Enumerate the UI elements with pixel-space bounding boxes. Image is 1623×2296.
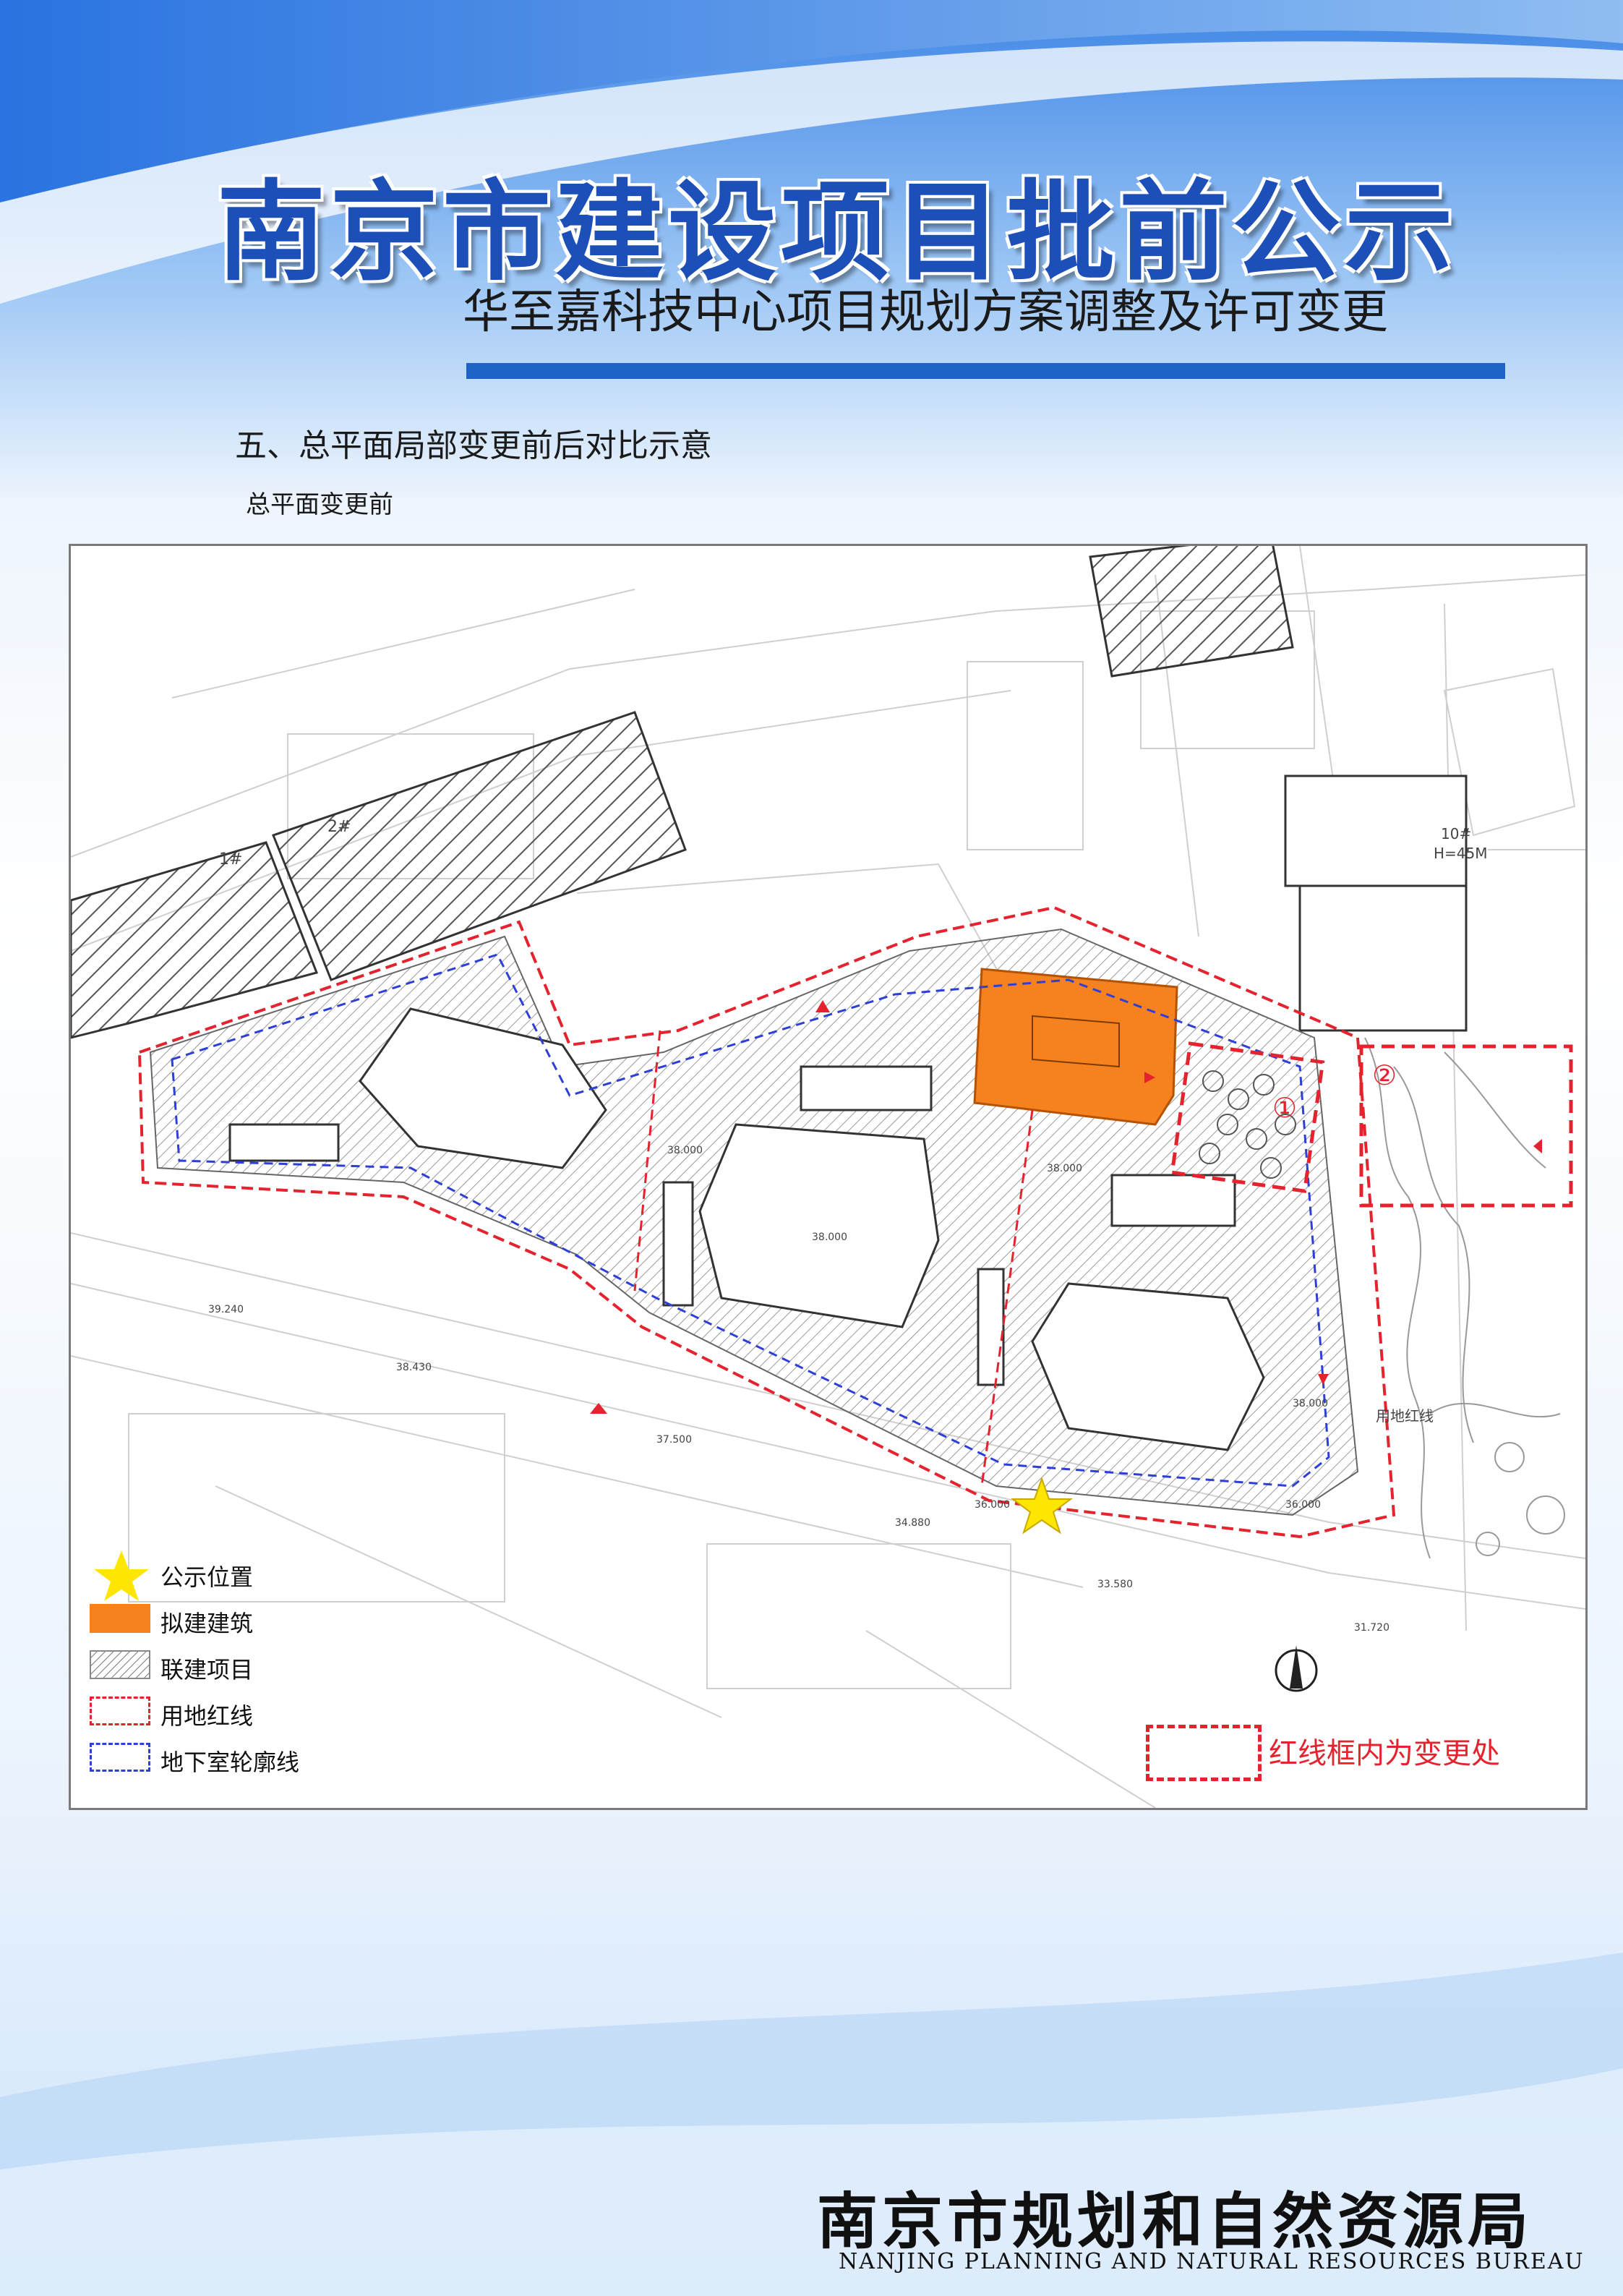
- change-zone-1-trees: [1199, 1070, 1296, 1179]
- building-south-east: [1031, 1282, 1265, 1451]
- annex-4: [662, 1181, 694, 1307]
- entrance-marker: [815, 1000, 830, 1012]
- building-2: [272, 711, 687, 981]
- change-marker-2: ②: [1372, 1059, 1397, 1091]
- elevation-label: 33.580: [1097, 1579, 1133, 1590]
- change-note-label: 红线框内为变更处: [1269, 1737, 1500, 1770]
- hatch-swatch: [90, 1650, 150, 1679]
- elevation-label: 34.880: [895, 1517, 930, 1529]
- building-10-podium: [1298, 884, 1468, 1032]
- change-zone-1: [1170, 1041, 1325, 1193]
- bureau-name-en: NANJING PLANNING AND NATURAL RESOURCES B…: [839, 2249, 1585, 2274]
- page-title: 南京市建设项目批前公示: [217, 168, 1458, 296]
- change-zone-2: [1359, 1044, 1573, 1208]
- elevation-label: 38.000: [812, 1232, 847, 1243]
- east-landscape: [1364, 1037, 1565, 1559]
- redline-divider-1: [633, 1030, 661, 1292]
- site-buildings: [228, 1007, 1265, 1451]
- elevation-label: 38.000: [1047, 1163, 1082, 1174]
- elevation-label: 38.000: [1293, 1398, 1328, 1409]
- legend-label: 公示位置: [160, 1563, 254, 1591]
- project-subtitle: 华至嘉科技中心项目规划方案调整及许可变更: [463, 286, 1388, 339]
- building-1: [71, 841, 319, 1039]
- elevation-label: 36.000: [1285, 1499, 1321, 1511]
- north-arrow-icon: [1275, 1645, 1318, 1692]
- notice-location-star-icon: [1011, 1477, 1073, 1535]
- annex-2: [1110, 1174, 1236, 1227]
- change-marker-1: ①: [1272, 1092, 1297, 1124]
- annex-5: [977, 1268, 1005, 1386]
- entrance-marker: [1144, 1072, 1155, 1083]
- proposed-building-core: [1032, 1015, 1120, 1068]
- site-plan-map: 1# 2# 10# H=45M: [69, 544, 1588, 1810]
- title-divider: [466, 363, 1505, 379]
- proposed-building: [973, 968, 1178, 1126]
- building-1-label: 1#: [219, 850, 242, 869]
- context-buildings: 1# 2# 10# H=45M: [71, 546, 1488, 1039]
- entrance-marker: [1533, 1139, 1542, 1153]
- elevation-label: 38.430: [396, 1362, 432, 1373]
- elevation-label: 37.500: [656, 1434, 692, 1446]
- section-heading: 五、总平面局部变更前后对比示意: [235, 427, 712, 464]
- elevation-labels: 38.000 38.000 38.000 38.000 36.000 36.00…: [208, 1145, 1389, 1634]
- orange-fill-swatch: [90, 1604, 150, 1633]
- section-subheading: 总平面变更前: [246, 490, 393, 519]
- legend-label: 拟建建筑: [160, 1610, 254, 1637]
- building-west: [359, 1007, 607, 1169]
- site-plan-drawing: 1# 2# 10# H=45M: [71, 546, 1585, 1808]
- elevation-label: 31.720: [1354, 1622, 1389, 1634]
- elevation-label: 36.000: [975, 1499, 1010, 1511]
- building-10-label: 10#: [1441, 825, 1471, 842]
- context-building-ne: [1089, 546, 1294, 678]
- building-10: [1284, 774, 1468, 887]
- red-dashed-swatch: [90, 1697, 150, 1725]
- east-redline-label: 用地红线: [1376, 1407, 1434, 1425]
- star-icon: [94, 1550, 149, 1601]
- building-2-label: 2#: [327, 818, 351, 836]
- entrance-marker: [1318, 1374, 1329, 1385]
- legend-label: 用地红线: [160, 1702, 254, 1730]
- building-center: [698, 1123, 940, 1328]
- entrance-markers: [590, 1000, 1542, 1414]
- elevation-label: 38.000: [667, 1145, 703, 1156]
- building-10-height: H=45M: [1434, 845, 1488, 862]
- entrance-marker: [590, 1403, 607, 1414]
- legend-label: 联建项目: [160, 1656, 254, 1683]
- change-note-swatch: [1146, 1725, 1262, 1781]
- blue-dashed-swatch: [90, 1743, 150, 1772]
- annex-3: [228, 1123, 340, 1162]
- site-redline: [137, 905, 1396, 1539]
- bureau-name-cn: 南京市规划和自然资源局: [817, 2185, 1533, 2257]
- basement-outline: [171, 953, 1330, 1488]
- legend-label: 地下室轮廓线: [160, 1749, 300, 1776]
- elevation-label: 39.240: [208, 1304, 244, 1315]
- annex-1: [800, 1065, 933, 1111]
